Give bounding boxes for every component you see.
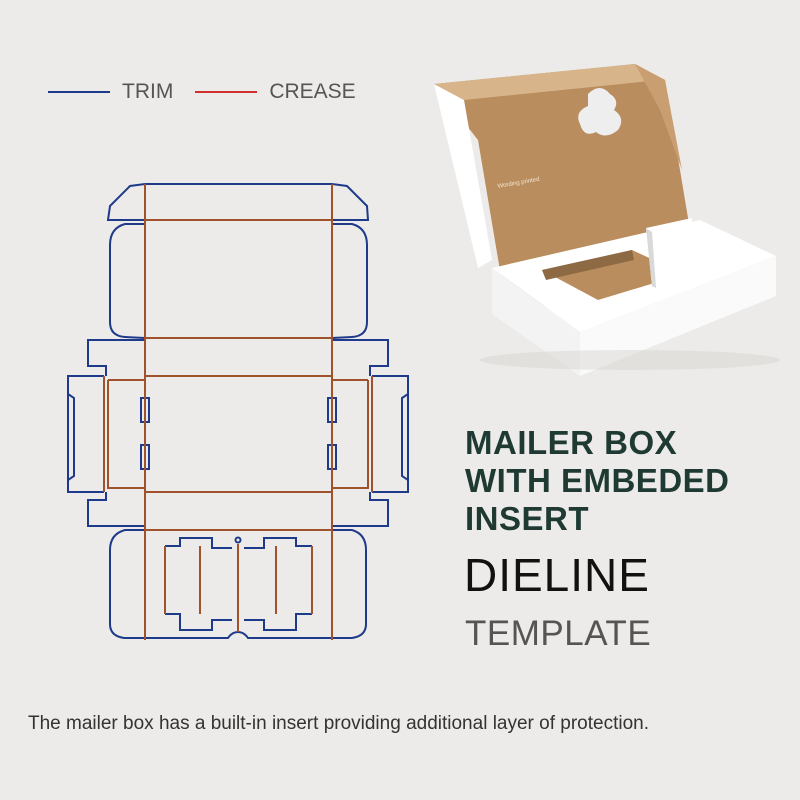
box-front-left-face	[492, 268, 580, 376]
insert-cutout-left-bottom	[165, 613, 232, 631]
insert-divider	[646, 218, 696, 286]
right-wall-lock-trim	[401, 393, 409, 481]
trim-line-swatch	[48, 91, 110, 93]
title-line-1: MAILER BOX	[465, 424, 678, 461]
lid-cutout	[578, 88, 622, 136]
insert-right-crease	[275, 546, 313, 614]
insert-cutout-left-top	[165, 537, 232, 549]
dieline-heading: DIELINE	[464, 549, 650, 601]
lid-left-side	[434, 84, 492, 268]
insert-left-crease	[164, 546, 201, 614]
left-wall-lock-trim	[67, 393, 75, 481]
dieline-diagram	[67, 183, 409, 640]
legend-trim-label: TRIM	[122, 80, 174, 103]
back-left-wing-trim	[87, 339, 145, 376]
crease-line-swatch	[195, 91, 258, 93]
left-wall-crease	[103, 376, 145, 492]
lid-right-edge	[635, 64, 682, 170]
insert-cutout-right-bottom	[244, 613, 312, 631]
insert-cavity-wall	[542, 250, 634, 280]
right-wall-crease	[332, 376, 373, 492]
legend-trim: TRIM	[48, 80, 173, 104]
crease-lines	[103, 184, 373, 640]
back-right-wing-trim	[332, 339, 389, 376]
legend-crease: CREASE	[195, 80, 356, 104]
legend-crease-label: CREASE	[269, 80, 356, 103]
box-shadow	[480, 350, 780, 370]
description-text: The mailer box has a built-in insert pro…	[28, 713, 649, 734]
top-left-ear-trim	[106, 183, 146, 221]
insert-cutout-right-top	[244, 537, 312, 549]
lid-front-edge	[434, 64, 660, 100]
front-left-wing-trim	[87, 492, 145, 527]
legend: TRIM CREASE	[48, 80, 378, 104]
box-front-right-face	[580, 256, 776, 376]
left-wall-trim	[67, 375, 104, 493]
top-right-ear-trim	[331, 183, 370, 221]
title-line-3: INSERT	[465, 500, 590, 537]
insert-divider-shadow	[646, 228, 656, 288]
front-right-wing-trim	[332, 492, 389, 527]
title-line-2: WITH EMBEDED	[465, 462, 730, 499]
template-heading: TEMPLATE	[465, 614, 652, 653]
mailer-box-mockup: Wording printed	[434, 64, 780, 376]
lid-right-flap-trim	[331, 223, 368, 339]
title-block: MAILER BOX WITH EMBEDED INSERT	[465, 424, 730, 538]
insert-center-notch	[234, 536, 242, 544]
right-wall-trim	[372, 375, 409, 493]
lid-left-flap-trim	[109, 223, 146, 339]
